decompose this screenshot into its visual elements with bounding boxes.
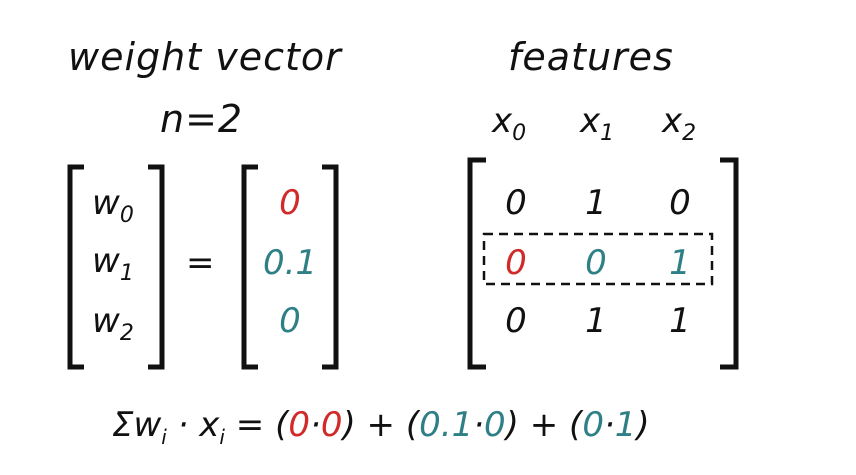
feature-cell-highlight: 1 [669,243,691,283]
term1-a: 0 [288,405,311,445]
feature-cell: 0 [669,183,691,223]
feature-cell: 1 [585,301,607,341]
term3-dot: · [603,405,615,445]
right-bracket-features [720,157,739,370]
w2-symbol: w2 [92,301,134,346]
formula-w: w [133,405,162,445]
feature-header-x1: x1 [580,101,615,146]
term1-close: ) [342,405,356,445]
weighted-sum-formula: Σwi · xi = (0·0) + (0.1·0) + (0·1) [112,408,650,447]
feature-cell: 0 [505,301,527,341]
formula-equals: = [235,405,265,445]
feature-header-x0: x0 [492,101,527,146]
formula-dot: · [177,405,189,445]
formula-x: x [199,405,220,445]
feature-cell: 1 [585,183,607,223]
w1-symbol: w1 [92,241,134,286]
term2-a: 0.1 [419,405,474,445]
term3-a: 0 [582,405,604,445]
sigma-symbol: Σ [112,405,134,445]
term3-close: ) [636,405,650,445]
term1-dot: · [310,405,321,445]
n-label: n=2 [160,97,244,141]
term2-open: ( [405,405,420,445]
plus-2: + [529,405,559,445]
plus-1: + [366,405,396,445]
feature-header-x2: x2 [662,101,697,146]
left-bracket-v [241,164,258,370]
term1-b: 0 [320,405,343,445]
weight-value-2: 0 [279,301,301,341]
right-bracket-w [148,164,165,370]
feature-cell: 0 [505,183,527,223]
term3-b: 1 [614,405,637,445]
term3-open: ( [569,405,583,445]
formula-w-sub: i [161,424,167,449]
formula-x-sub: i [219,424,225,449]
weight-value-1: 0.1 [262,243,318,283]
right-bracket-v [322,164,339,370]
term2-close: ) [505,405,519,445]
feature-cell-highlight: 0 [505,243,527,283]
w0-symbol: w0 [92,183,134,228]
feature-cell-highlight: 0 [585,243,607,283]
left-bracket-features [467,157,486,370]
term2-b: 0 [484,405,506,445]
weight-vector-title: weight vector [68,35,342,79]
term2-dot: · [473,405,485,445]
term1-open: ( [275,405,289,445]
features-title: features [508,35,674,79]
feature-cell: 1 [669,301,691,341]
highlight-row-box [482,232,714,286]
left-bracket-w [67,164,84,370]
weight-value-0: 0 [279,183,301,223]
equals-sign: = [186,243,215,283]
